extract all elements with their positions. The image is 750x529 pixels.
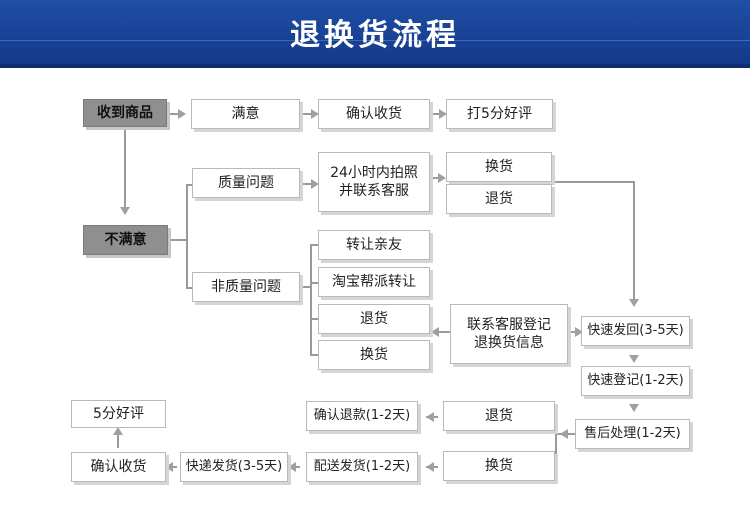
- connector-line: [438, 331, 450, 333]
- connector-line: [555, 432, 557, 471]
- arrow-down-icon: [629, 404, 639, 412]
- arrow-left-icon: [426, 462, 434, 472]
- node-return-mid: 退货: [318, 304, 430, 334]
- connector-line: [300, 113, 312, 115]
- node-express-send-back: 快速发回(3-5天): [581, 316, 690, 346]
- node-photo-contact: 24小时内拍照 并联系客服: [318, 152, 430, 212]
- arrow-left-icon: [426, 412, 434, 422]
- arrow-down-icon: [629, 299, 639, 307]
- connector-line: [310, 354, 318, 356]
- arrow-right-icon: [311, 179, 319, 189]
- connector-line: [568, 331, 577, 333]
- connector-line: [124, 127, 126, 208]
- arrow-left-icon: [165, 462, 173, 472]
- node-register-line1: 联系客服登记: [467, 317, 551, 333]
- connector-line: [310, 318, 318, 320]
- node-express-register: 快速登记(1-2天): [581, 366, 690, 396]
- node-non-quality-issue: 非质量问题: [192, 272, 300, 302]
- node-unsatisfied: 不满意: [83, 225, 168, 255]
- arrow-down-icon: [120, 207, 130, 215]
- node-photo-line1: 24小时内拍照: [330, 165, 418, 181]
- banner-stripe: [0, 40, 750, 41]
- node-exchange-bottom: 换货: [443, 451, 555, 481]
- connector-line: [186, 184, 192, 186]
- connector-line: [186, 184, 188, 288]
- connector-line: [186, 287, 192, 289]
- connector-line: [310, 244, 312, 356]
- page-title: 退换货流程: [290, 18, 460, 53]
- connector-line: [552, 181, 634, 183]
- connector-line: [300, 183, 312, 185]
- node-rate-top: 打5分好评: [446, 99, 553, 129]
- node-exchange-top: 换货: [446, 152, 552, 182]
- arrow-left-icon: [560, 429, 568, 439]
- title-banner: 退换货流程: [0, 0, 750, 68]
- node-express-ship: 快递发货(3-5天): [180, 452, 288, 482]
- connector-line: [310, 244, 318, 246]
- node-photo-line2: 并联系客服: [339, 183, 409, 199]
- arrow-right-icon: [178, 109, 186, 119]
- connector-line: [310, 282, 318, 284]
- arrow-right-icon: [439, 109, 447, 119]
- node-confirm-receipt-top: 确认收货: [318, 99, 430, 129]
- node-after-sales: 售后处理(1-2天): [575, 419, 690, 449]
- connector-line: [167, 113, 179, 115]
- node-quality-issue: 质量问题: [192, 168, 300, 198]
- node-confirm-refund: 确认退款(1-2天): [306, 401, 418, 431]
- arrow-left-icon: [288, 462, 296, 472]
- node-register-line2: 退换货信息: [474, 335, 544, 351]
- arrow-right-icon: [311, 109, 319, 119]
- node-deliver: 配送发货(1-2天): [306, 452, 418, 482]
- connector-line: [633, 181, 635, 300]
- node-return-bottom: 退货: [443, 401, 555, 431]
- connector-line: [430, 177, 439, 179]
- node-received: 收到商品: [83, 99, 167, 127]
- node-rate-bottom: 5分好评: [71, 400, 166, 428]
- node-taobao-help: 淘宝帮派转让: [318, 267, 430, 297]
- arrow-up-icon: [113, 427, 123, 435]
- node-confirm-receipt-bottom: 确认收货: [71, 452, 166, 482]
- arrow-down-icon: [629, 355, 639, 363]
- connector-line: [168, 239, 187, 241]
- node-return-top: 退货: [446, 184, 552, 214]
- connector-line: [300, 286, 311, 288]
- node-transfer-friends: 转让亲友: [318, 230, 430, 260]
- node-register-info: 联系客服登记 退换货信息: [450, 304, 568, 364]
- arrow-right-icon: [575, 327, 583, 337]
- node-satisfied: 满意: [191, 99, 300, 129]
- arrow-left-icon: [431, 327, 439, 337]
- connector-line: [117, 428, 119, 448]
- arrow-right-icon: [438, 173, 446, 183]
- connector-line: [430, 113, 440, 115]
- node-exchange-mid: 换货: [318, 340, 430, 370]
